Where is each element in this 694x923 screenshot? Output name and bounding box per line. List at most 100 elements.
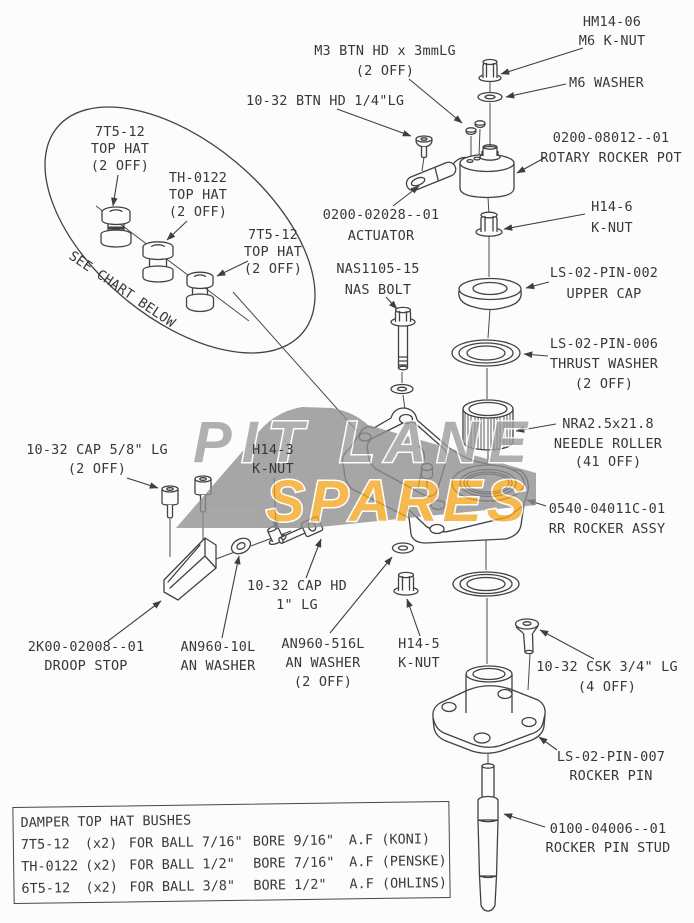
svg-text:ROCKER PIN STUD: ROCKER PIN STUD	[546, 840, 671, 856]
watermark-line2: SPARES	[266, 469, 530, 534]
btn-1032-screw-part	[415, 135, 433, 159]
rotary-rocker-pot-part	[459, 144, 515, 199]
chart-cell-ball: FOR BALL 3/8"	[129, 877, 236, 896]
svg-text:(2 OFF): (2 OFF)	[356, 63, 414, 79]
cap-screw-1-part	[161, 485, 179, 519]
upper-cap-part	[458, 277, 522, 311]
svg-text:1" LG: 1" LG	[276, 597, 318, 613]
chart-cell-bore: BORE 7/16"	[253, 854, 335, 872]
svg-text:0100-04006--01: 0100-04006--01	[550, 821, 667, 837]
svg-text:ROTARY ROCKER POT: ROTARY ROCKER POT	[540, 150, 682, 166]
label-csk: 10-32 CSK 3/4" LG (4 OFF)	[536, 659, 678, 695]
label-pin-stud: 0100-04006--01 ROCKER PIN STUD	[546, 821, 671, 856]
label-tophat-right: 7T5-12 TOP HAT (2 OFF)	[244, 227, 302, 277]
svg-text:2K00-02008--01: 2K00-02008--01	[28, 639, 145, 655]
svg-text:K-NUT: K-NUT	[252, 461, 294, 477]
label-droop-stop: 2K00-02008--01 DROOP STOP	[28, 639, 145, 674]
svg-text:NEEDLE ROLLER: NEEDLE ROLLER	[554, 436, 663, 452]
svg-text:7T5-12: 7T5-12	[248, 227, 298, 243]
chart-cell-bore: BORE 9/16"	[252, 832, 335, 850]
svg-text:LS-02-PIN-007: LS-02-PIN-007	[557, 749, 665, 765]
tophat-axis-line	[95, 205, 250, 322]
svg-text:TH-0122: TH-0122	[169, 170, 227, 186]
label-btn-1032: 10-32 BTN HD 1/4"LG	[246, 93, 404, 109]
label-rocker-assy: 0540-04011C-01 RR ROCKER ASSY	[549, 501, 666, 537]
label-an960-10l: AN960-10L AN WASHER	[181, 639, 256, 674]
svg-text:(2 OFF): (2 OFF)	[169, 204, 227, 220]
m6-knut-part	[478, 58, 502, 83]
see-chart-label: SEE CHART BELOW	[66, 248, 179, 331]
csk-screw-part	[514, 618, 540, 655]
svg-text:(2 OFF): (2 OFF)	[68, 461, 126, 477]
an960-washer-upper-part	[390, 383, 414, 395]
svg-text:(2 OFF): (2 OFF)	[91, 158, 149, 174]
svg-text:UPPER CAP: UPPER CAP	[567, 286, 642, 302]
label-h14-6: H14-6 K-NUT	[591, 199, 633, 236]
oval-to-plate-line	[232, 291, 358, 432]
svg-text:LS-02-PIN-002: LS-02-PIN-002	[550, 265, 658, 281]
chart-cell-qty: (x2)	[85, 879, 119, 897]
svg-text:AN960-516L: AN960-516L	[281, 636, 364, 652]
watermark-line1: PIT LANE	[193, 410, 537, 475]
svg-text:0200-02028--01: 0200-02028--01	[323, 207, 440, 223]
svg-text:(2 OFF): (2 OFF)	[575, 376, 633, 392]
label-tophat-left: 7T5-12 TOP HAT (2 OFF)	[91, 124, 149, 174]
svg-text:M6 K-NUT: M6 K-NUT	[579, 33, 646, 49]
h14-5-knut-part	[393, 571, 419, 596]
svg-text:10-32 BTN HD 1/4"LG: 10-32 BTN HD 1/4"LG	[246, 93, 404, 109]
m3-btn-screws-part	[465, 120, 486, 136]
svg-text:HM14-06: HM14-06	[583, 14, 641, 30]
actuator-part	[405, 156, 473, 192]
watermark: PIT LANE SPARES	[176, 407, 537, 536]
chart-cell-part: 6T5-12	[21, 880, 71, 897]
svg-text:K-NUT: K-NUT	[591, 220, 633, 236]
svg-text:(41 OFF): (41 OFF)	[575, 454, 642, 470]
label-h14-3: H14-3 K-NUT	[252, 442, 294, 477]
svg-text:ACTUATOR: ACTUATOR	[348, 228, 415, 244]
chart-cell-af: A.F (PENSKE)	[349, 852, 447, 871]
svg-text:(2 OFF): (2 OFF)	[294, 674, 352, 690]
label-nas-bolt: NAS1105-15 NAS BOLT	[336, 261, 419, 298]
label-an960-516l: AN960-516L AN WASHER (2 OFF)	[281, 636, 364, 690]
chart-cell-qty: (x2)	[85, 857, 118, 875]
label-m6-knut: HM14-06 M6 K-NUT	[579, 14, 646, 49]
label-tophat-mid: TH-0122 TOP HAT (2 OFF)	[169, 170, 227, 220]
nas-bolt-part	[390, 306, 416, 371]
an960-10l-washer-part	[230, 537, 252, 555]
h14-6-knut-part	[475, 211, 503, 237]
see-chart-oval	[44, 106, 316, 354]
label-cap-hd1: 10-32 CAP HD 1" LG	[247, 578, 347, 613]
thrust-washer-part	[451, 339, 521, 367]
svg-text:NAS1105-15: NAS1105-15	[336, 261, 419, 277]
tophat-mid-part	[142, 241, 174, 283]
label-m6-washer: M6 WASHER	[569, 75, 645, 91]
svg-text:DROOP STOP: DROOP STOP	[44, 658, 127, 674]
svg-text:10-32 CSK 3/4" LG: 10-32 CSK 3/4" LG	[536, 659, 678, 675]
svg-text:M6 WASHER: M6 WASHER	[569, 75, 645, 91]
svg-text:TOP HAT: TOP HAT	[91, 141, 149, 157]
damper-bush-chart: DAMPER TOP HAT BUSHES 7T5-12 (x2) FOR BA…	[12, 800, 451, 905]
svg-text:10-32 CAP HD: 10-32 CAP HD	[247, 578, 347, 594]
svg-text:K-NUT: K-NUT	[398, 655, 440, 671]
svg-text:(2 OFF): (2 OFF)	[244, 261, 302, 277]
svg-text:0540-04011C-01: 0540-04011C-01	[549, 501, 666, 517]
svg-text:AN WASHER: AN WASHER	[286, 655, 362, 671]
svg-text:RR ROCKER ASSY: RR ROCKER ASSY	[549, 521, 666, 537]
watermark-swoosh	[176, 407, 536, 528]
label-thrust-washer: LS-02-PIN-006 THRUST WASHER (2 OFF)	[550, 336, 659, 392]
svg-text:TOP HAT: TOP HAT	[244, 244, 302, 260]
label-rocker-pot: 0200-08012--01 ROTARY ROCKER POT	[540, 130, 682, 166]
svg-text:(4 OFF): (4 OFF)	[578, 679, 636, 695]
label-actuator: 0200-02028--01 ACTUATOR	[323, 207, 440, 244]
svg-text:H14-3: H14-3	[252, 442, 294, 458]
svg-text:H14-5: H14-5	[398, 636, 440, 652]
thrust-washer-2-part	[452, 571, 520, 597]
chart-cell-ball: FOR BALL 7/16"	[128, 833, 243, 852]
chart-cell-ball: FOR BALL 1/2"	[129, 855, 235, 874]
svg-text:H14-6: H14-6	[591, 199, 633, 215]
svg-text:NAS BOLT: NAS BOLT	[345, 282, 412, 298]
chart-cell-qty: (x2)	[84, 835, 118, 853]
droop-stop-part	[163, 537, 217, 601]
